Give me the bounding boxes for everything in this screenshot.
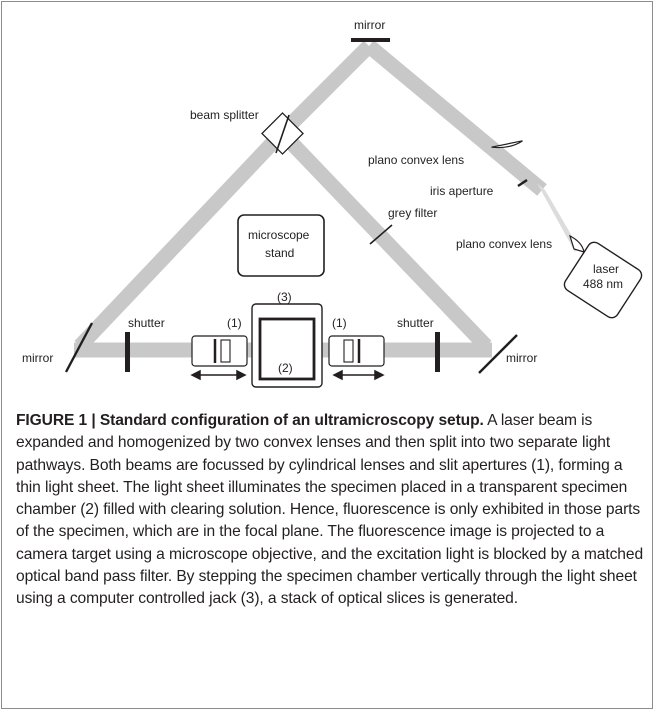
label-mirror-left: mirror bbox=[22, 351, 53, 365]
arrow-left-unit bbox=[190, 369, 247, 381]
beam-mirror-to-lens bbox=[364, 40, 547, 196]
label-marker-3: (3) bbox=[277, 290, 292, 304]
beam-splitter-to-right-mirror bbox=[276, 127, 492, 352]
beam-splitter-plate bbox=[275, 114, 290, 154]
label-microscope: microscope bbox=[248, 228, 310, 242]
specimen-chamber bbox=[258, 317, 316, 381]
beam-splitter-to-left-mirror bbox=[74, 127, 288, 352]
label-marker-1-right: (1) bbox=[332, 316, 347, 330]
label-shutter-left: shutter bbox=[128, 316, 165, 330]
microscope-stand bbox=[237, 214, 325, 277]
label-shutter-right: shutter bbox=[397, 316, 434, 330]
label-marker-2: (2) bbox=[278, 361, 293, 375]
label-iris-aperture: iris aperture bbox=[430, 184, 494, 198]
laser-box: laser 488 nm bbox=[563, 241, 643, 319]
label-laser-wavelength: 488 nm bbox=[583, 277, 623, 291]
plano-convex-lens-lower bbox=[569, 234, 585, 253]
lens-slit-unit-left: (1) bbox=[191, 316, 248, 367]
label-grey-filter: grey filter bbox=[388, 206, 437, 220]
beam-splitter-to-mirror bbox=[276, 40, 375, 139]
iris-aperture bbox=[517, 178, 528, 188]
grey-filter bbox=[369, 224, 393, 245]
label-mirror-right: mirror bbox=[506, 351, 537, 365]
shutter-left bbox=[125, 332, 130, 372]
mirror-right bbox=[478, 334, 518, 374]
caption-title: FIGURE 1 | Standard configuration of an … bbox=[16, 412, 484, 429]
label-plano-convex-lens-lower: plano convex lens bbox=[456, 237, 552, 251]
lens-slit-unit-right: (1) bbox=[328, 316, 385, 367]
optical-setup-diagram: mirror beam splitter plano convex lens i… bbox=[22, 18, 643, 388]
figure-caption: FIGURE 1 | Standard configuration of an … bbox=[16, 410, 648, 611]
label-marker-1-left: (1) bbox=[227, 316, 242, 330]
beam-expansion-cone bbox=[537, 183, 579, 252]
label-stand: stand bbox=[265, 246, 294, 260]
label-mirror-top: mirror bbox=[354, 18, 385, 32]
arrow-right-unit bbox=[332, 369, 385, 381]
label-laser: laser bbox=[593, 262, 619, 276]
plano-convex-lens-upper bbox=[491, 140, 523, 149]
label-plano-convex-lens-upper: plano convex lens bbox=[368, 153, 464, 167]
caption-body: A laser beam is expanded and homogenized… bbox=[16, 412, 644, 608]
label-beam-splitter: beam splitter bbox=[190, 108, 259, 122]
mirror-left bbox=[64, 322, 94, 373]
shutter-right bbox=[435, 332, 440, 372]
